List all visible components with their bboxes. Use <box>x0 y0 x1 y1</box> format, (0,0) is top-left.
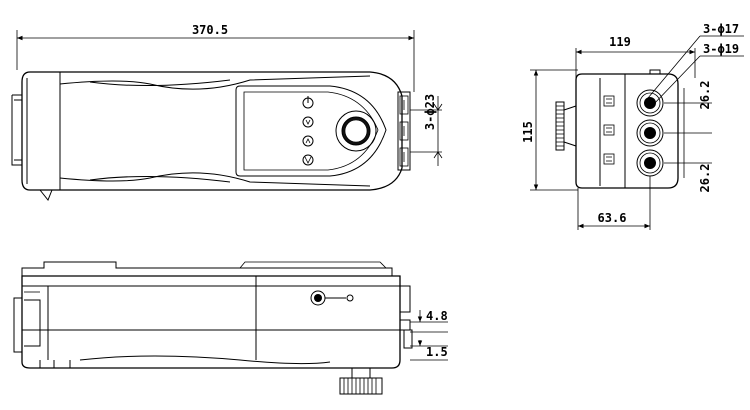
port-middle <box>636 119 664 147</box>
grip-lower <box>59 172 371 187</box>
control-panel-outline <box>235 85 387 177</box>
step-lower-label: 1.5 <box>426 345 448 359</box>
control-panel-inset <box>243 91 379 171</box>
height-label: 115 <box>521 121 535 143</box>
spacing-bottom-label: 26.2 <box>698 164 712 193</box>
side-front-connectors <box>399 285 413 349</box>
depth-label: 119 <box>609 35 631 49</box>
side-view: 4.8 1.5 <box>13 261 448 395</box>
dimension-arrows <box>433 103 443 159</box>
front-connectors <box>397 91 411 171</box>
knurled-knob <box>555 101 577 151</box>
side-knob <box>339 367 383 395</box>
side-body-outline <box>21 275 401 369</box>
port-a-label: 3-ϕ17 <box>703 22 739 36</box>
end-view: 119 3-ϕ17 3-ϕ19 115 <box>521 22 744 230</box>
key-switch-icon <box>310 290 354 306</box>
port-bottom <box>636 149 664 177</box>
port-offset-label: 63.6 <box>598 211 627 225</box>
end-body-outline <box>575 73 679 189</box>
side-top-edge <box>21 261 393 276</box>
side-grip <box>79 355 331 365</box>
grip-upper-inner <box>89 79 231 87</box>
body-outline <box>21 71 403 191</box>
overall-length-label: 370.5 <box>192 23 228 37</box>
power-symbol-icon <box>302 96 314 109</box>
top-tab <box>649 69 661 74</box>
rear-cap <box>11 94 22 166</box>
top-view: 370.5 <box>11 23 443 201</box>
side-feet <box>39 360 71 368</box>
leader-line <box>647 35 701 99</box>
side-rear-cap <box>13 297 22 353</box>
port-b-label: 3-ϕ19 <box>703 42 739 56</box>
rear-foot <box>39 189 53 201</box>
lamp-ports-label: 3-ϕ23 <box>423 94 437 130</box>
side-rear-panel <box>24 299 41 347</box>
clockwise-arrow-icon <box>302 116 314 128</box>
counter-clockwise-arrow-icon <box>302 135 314 147</box>
step-upper-label: 4.8 <box>426 309 448 323</box>
leader-line <box>651 55 701 107</box>
spacing-top-label: 26.2 <box>698 81 712 110</box>
end-connectors <box>603 95 615 165</box>
side-top-ridge <box>239 261 387 269</box>
port-top <box>636 89 664 117</box>
main-knob <box>335 110 377 152</box>
lamp-symbol-icon <box>302 154 314 166</box>
grip-lower-inner <box>89 175 231 183</box>
grip-upper <box>59 75 371 90</box>
